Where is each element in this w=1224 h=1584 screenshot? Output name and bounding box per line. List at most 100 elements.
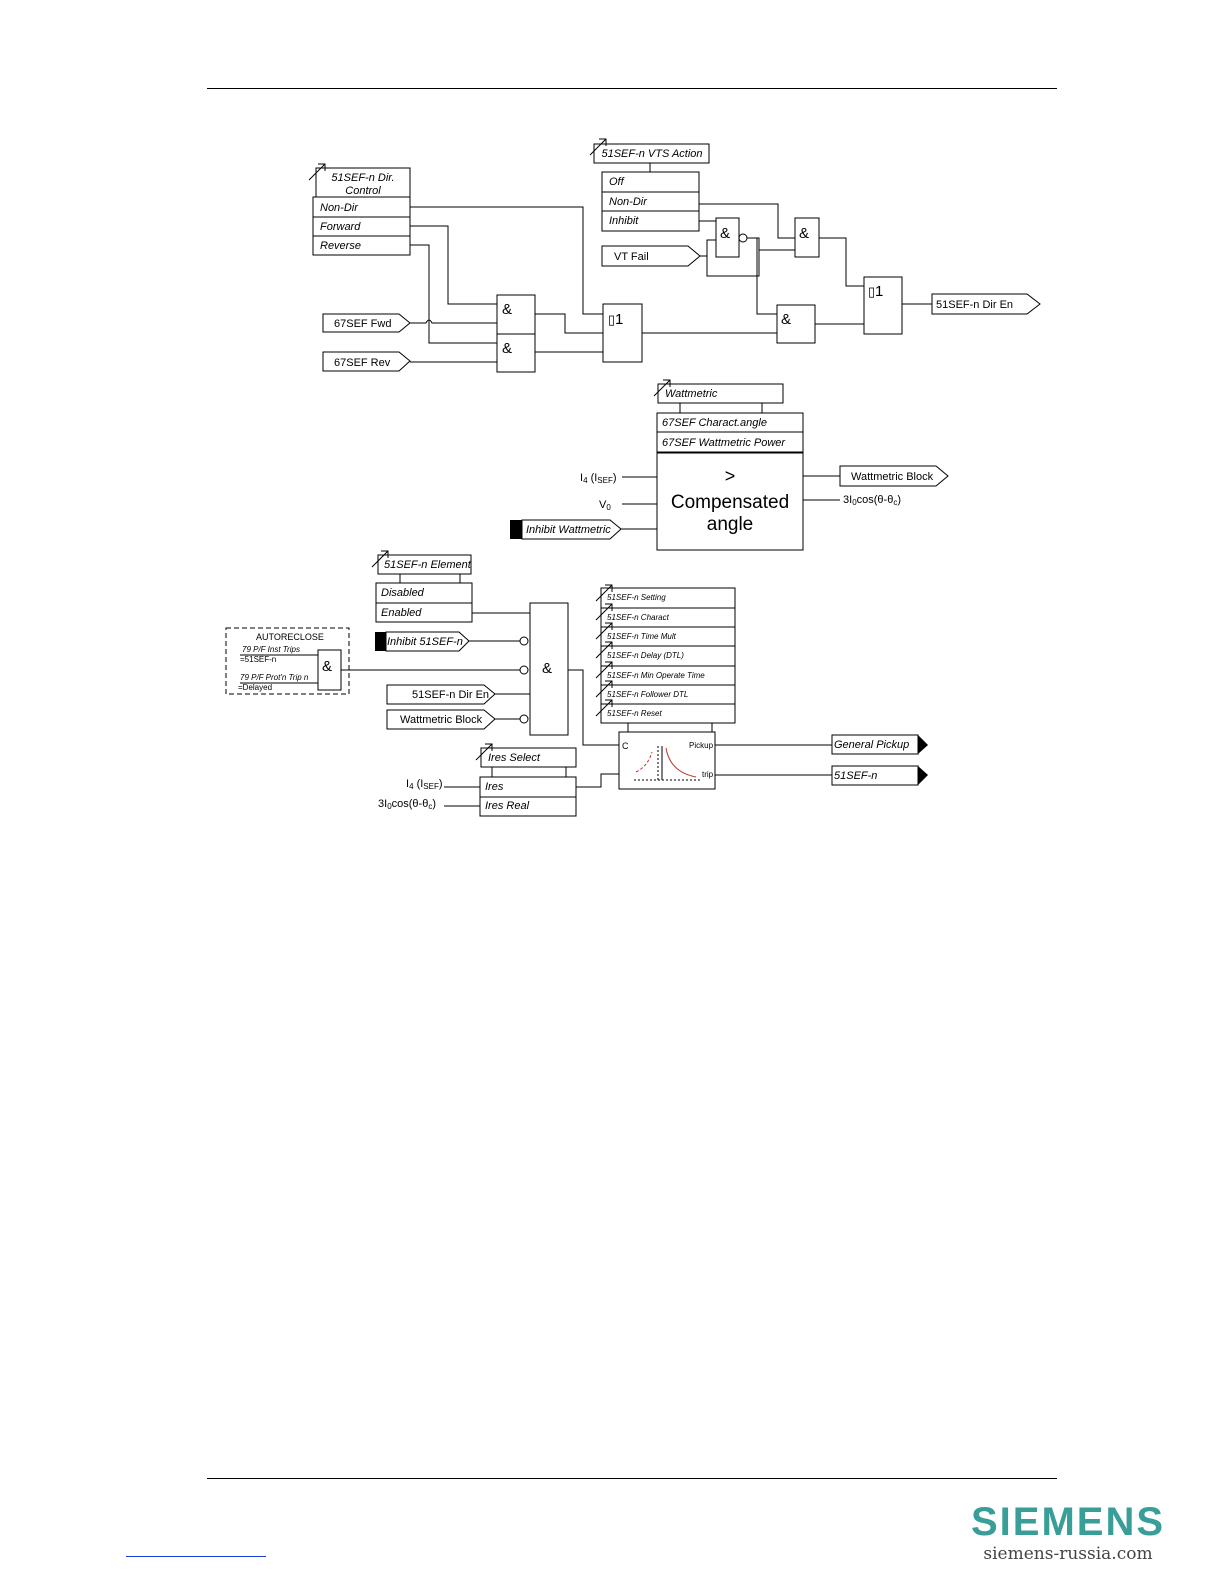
setting-follower-dtl[interactable]: 51SEF-n Follower DTL bbox=[607, 690, 688, 699]
wattmetric-block: Wattmetric 67SEF Charact.angle 67SEF Wat… bbox=[653, 379, 804, 551]
vt-fail-label: VT Fail bbox=[614, 251, 649, 263]
compensated-line1: Compensated bbox=[671, 492, 789, 513]
dir-control-title2: Control bbox=[345, 185, 381, 197]
element-title: 51SEF-n Element bbox=[384, 559, 472, 571]
svg-text:&: & bbox=[781, 311, 791, 328]
svg-text:&: & bbox=[799, 225, 809, 242]
curve-graph-icon bbox=[634, 746, 700, 781]
brand-name: SIEMENS bbox=[970, 1500, 1166, 1544]
setting-time-mult[interactable]: 51SEF-n Time Mult bbox=[607, 632, 677, 641]
and-gate-rev: & bbox=[496, 333, 536, 373]
element-option-enabled[interactable]: Enabled bbox=[381, 607, 422, 619]
char-c-label: C bbox=[622, 741, 629, 751]
watt-setting-charact-angle[interactable]: 67SEF Charact.angle bbox=[662, 417, 767, 429]
dir-en-input-label: 51SEF-n Dir En bbox=[412, 689, 489, 701]
v0-input: V0 bbox=[599, 499, 657, 512]
vts-action-block: 51SEF-n VTS Action Off Non-Dir Inhibit bbox=[589, 138, 710, 232]
settings-stack: 51SEF-n Setting 51SEF-n Charact 51SEF-n … bbox=[595, 584, 736, 732]
fwd-label: 67SEF Fwd bbox=[334, 318, 391, 330]
general-pickup-label: General Pickup bbox=[834, 739, 909, 751]
wattmetric-block-input-label: Wattmetric Block bbox=[400, 714, 483, 726]
element-option-disabled[interactable]: Disabled bbox=[381, 587, 425, 599]
compensated-symbol: > bbox=[725, 466, 736, 486]
and-gate-main: & bbox=[519, 602, 619, 746]
and-gate-fwd: & bbox=[496, 294, 536, 335]
char-trip-label: trip bbox=[702, 770, 714, 779]
compensated-line2: angle bbox=[707, 514, 754, 535]
dir-en-output-label: 51SEF-n Dir En bbox=[936, 299, 1013, 311]
or-gate-dir: ▯ 1 bbox=[602, 303, 643, 363]
watt-setting-power[interactable]: 67SEF Wattmetric Power bbox=[662, 437, 786, 449]
wattmetric-block-input: Wattmetric Block bbox=[386, 709, 520, 730]
rev-label: 67SEF Rev bbox=[334, 357, 391, 369]
inhibit-51-input: Inhibit 51SEF-n bbox=[375, 631, 520, 652]
and-gate-vts-combine: & bbox=[776, 304, 816, 344]
svg-text:▯: ▯ bbox=[608, 312, 615, 327]
51sef-output: 51SEF-n bbox=[831, 765, 928, 786]
inhibit-wattmetric-input: Inhibit Wattmetric bbox=[510, 519, 657, 540]
svg-text:&: & bbox=[542, 660, 552, 677]
rev-input: 67SEF Rev bbox=[322, 351, 411, 372]
vts-action-title: 51SEF-n VTS Action bbox=[601, 148, 702, 160]
svg-text:&: & bbox=[502, 340, 512, 357]
and-gate-vts-inhibit: & bbox=[715, 217, 748, 258]
wattmetric-block-output: Wattmetric Block bbox=[803, 465, 949, 487]
svg-text:3I0cos(θ-θc): 3I0cos(θ-θc) bbox=[843, 494, 901, 507]
general-pickup-output: General Pickup bbox=[831, 734, 928, 755]
setting-delay-dtl[interactable]: 51SEF-n Delay (DTL) bbox=[607, 651, 684, 660]
site-name: siemens-russia.com bbox=[983, 1544, 1153, 1564]
dir-option-non-dir[interactable]: Non-Dir bbox=[320, 202, 359, 214]
element-block: 51SEF-n Element Disabled Enabled bbox=[371, 550, 530, 623]
svg-text:▯: ▯ bbox=[868, 284, 875, 299]
svg-text:3I0cos(θ-θc): 3I0cos(θ-θc) bbox=[378, 798, 436, 811]
51sef-output-label: 51SEF-n bbox=[834, 770, 877, 782]
svg-text:I4 (ISEF): I4 (ISEF) bbox=[580, 472, 617, 485]
inhibit-51-label: Inhibit 51SEF-n bbox=[387, 636, 463, 648]
cos-input-ires: 3I0cos(θ-θc) bbox=[378, 798, 480, 811]
ires-select-block: Ires Select Ires Ires Real bbox=[475, 743, 619, 817]
and-gate-vts-nondir: & bbox=[794, 217, 820, 258]
footer-link-underline[interactable] bbox=[126, 1556, 266, 1557]
char-pickup-label: Pickup bbox=[689, 741, 714, 750]
setting-charact[interactable]: 51SEF-n Charact bbox=[607, 613, 670, 622]
inhibit-wattmetric-label: Inhibit Wattmetric bbox=[526, 524, 611, 536]
characteristic-block: C Pickup trip bbox=[618, 731, 833, 790]
setting-pickup[interactable]: 51SEF-n Setting bbox=[607, 593, 666, 602]
svg-text:I4 (ISEF): I4 (ISEF) bbox=[406, 778, 443, 791]
svg-text:=51SEF-n: =51SEF-n bbox=[240, 655, 276, 664]
ires-select-title: Ires Select bbox=[488, 752, 541, 764]
svg-text:79 P/F Inst Trips: 79 P/F Inst Trips bbox=[242, 645, 300, 654]
svg-text:1: 1 bbox=[875, 283, 883, 300]
vts-option-non-dir[interactable]: Non-Dir bbox=[609, 196, 648, 208]
header-rule bbox=[207, 88, 1057, 89]
cos-output: 3I0cos(θ-θc) bbox=[803, 494, 901, 507]
svg-text:1: 1 bbox=[615, 311, 623, 328]
dir-option-reverse[interactable]: Reverse bbox=[320, 240, 361, 252]
dir-en-output: 51SEF-n Dir En bbox=[931, 293, 1041, 315]
svg-text:V0: V0 bbox=[599, 499, 611, 512]
setting-reset[interactable]: 51SEF-n Reset bbox=[607, 709, 662, 718]
ires-option-ires[interactable]: Ires bbox=[485, 781, 504, 793]
wattmetric-title: Wattmetric bbox=[665, 388, 718, 400]
vts-option-inhibit[interactable]: Inhibit bbox=[609, 215, 639, 227]
or-gate-dir-en: ▯ 1 bbox=[863, 276, 903, 335]
wattmetric-block-output-label: Wattmetric Block bbox=[851, 471, 934, 483]
dir-en-input: 51SEF-n Dir En bbox=[386, 684, 530, 705]
svg-text:79 P/F Prot'n Trip n: 79 P/F Prot'n Trip n bbox=[240, 673, 309, 682]
svg-text:&: & bbox=[502, 301, 512, 318]
footer-rule bbox=[207, 1478, 1057, 1479]
autoreclose-block: AUTORECLOSE 79 P/F Inst Trips =51SEF-n 7… bbox=[225, 627, 520, 695]
i4-input-watt: I4 (ISEF) bbox=[580, 472, 657, 485]
dir-control-title1: 51SEF-n Dir. bbox=[331, 172, 394, 184]
svg-text:&: & bbox=[720, 225, 730, 242]
ires-option-ires-real[interactable]: Ires Real bbox=[485, 800, 530, 812]
top-wiring bbox=[410, 203, 932, 363]
svg-text:&: & bbox=[322, 658, 332, 675]
dir-control-block: 51SEF-n Dir. Control Non-Dir Forward Rev… bbox=[308, 163, 411, 256]
dir-option-forward[interactable]: Forward bbox=[320, 221, 361, 233]
vts-option-off[interactable]: Off bbox=[609, 176, 625, 188]
vt-fail-input: VT Fail bbox=[601, 245, 701, 267]
siemens-logo[interactable]: SIEMENS siemens-russia.com bbox=[970, 1500, 1166, 1564]
setting-min-operate-time[interactable]: 51SEF-n Min Operate Time bbox=[607, 671, 705, 680]
